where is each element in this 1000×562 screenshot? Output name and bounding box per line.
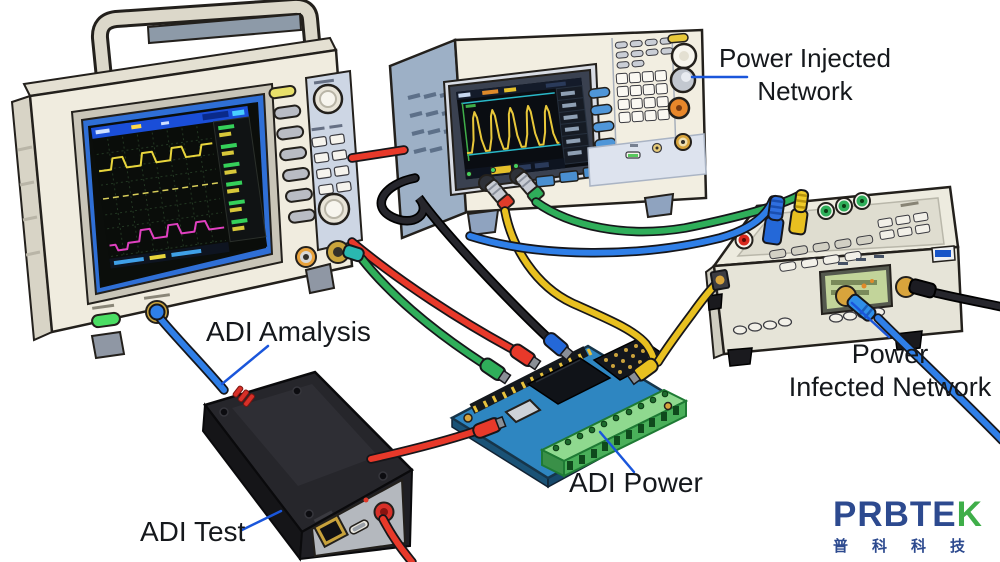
cable-yellow-generator-to-pcb (502, 208, 658, 367)
generator-foot-left (466, 208, 500, 237)
label-adi-power: ADI Power (569, 467, 703, 498)
pin-device-top-buttons[interactable] (765, 200, 933, 273)
box-ethernet-port[interactable] (311, 509, 349, 549)
leader-adi-test (240, 509, 283, 532)
logo-text-accent: K (956, 495, 983, 534)
generator-menu-buttons[interactable] (614, 37, 674, 69)
scope-foot-left (90, 330, 126, 360)
logo-text-prefix: PRBTE (833, 495, 957, 534)
connectors (148, 189, 937, 439)
label-line: Network (757, 76, 853, 106)
scope-power-button[interactable] (91, 311, 121, 329)
cable-yellow-pcb-to-pin-device (655, 280, 720, 365)
box-screw-2 (292, 386, 302, 396)
leader-power-infected (850, 301, 891, 339)
generator-yellow-button[interactable] (667, 32, 689, 44)
cable-red-box-down (380, 516, 415, 562)
pcb-boot-red (509, 343, 542, 371)
cable-black-pin-device-out (933, 290, 1000, 310)
generator-foot-right (643, 192, 675, 219)
generator-keypad[interactable] (615, 70, 670, 124)
logo-brand-text: PRBTEK (833, 497, 1000, 533)
oscilloscope-screen (91, 106, 268, 269)
box-screw-1 (219, 407, 229, 417)
scope-trace-yellow (98, 142, 213, 173)
cable-blue-to-pin-device-plug (467, 197, 776, 256)
box-screw-4 (304, 509, 314, 519)
pcb-terminal-block (539, 388, 689, 478)
label-power-infected-network: Power Infected Network (778, 338, 1000, 404)
yellow-banana-plug[interactable] (788, 189, 811, 236)
scope-trace-magenta (109, 220, 225, 252)
pin-device-foot-1 (727, 347, 753, 367)
cable-blue-pin-device-out (875, 315, 1000, 443)
pcb-boot-blue (542, 332, 575, 361)
generator-output-1[interactable] (478, 174, 515, 212)
leader-lines (220, 75, 891, 532)
cables (154, 145, 1000, 562)
pcb-boot-green (479, 357, 512, 385)
logo-subtext: 普科科技 (833, 538, 990, 555)
label-line: Power (851, 339, 929, 369)
oscilloscope-softkeys[interactable] (268, 84, 316, 224)
adi-test-box-device (201, 370, 415, 562)
oscilloscope-handle (90, 0, 322, 79)
scope-yellow-button[interactable] (268, 84, 297, 100)
label-line: Infected Network (788, 372, 992, 402)
cable-blue-scope-to-box (156, 314, 227, 393)
pcb-pin-header (469, 346, 589, 414)
pin-device-left-jack[interactable] (709, 269, 731, 291)
leader-adi-power (598, 430, 636, 474)
pcb-boot-yellow (626, 357, 659, 386)
pin-device-banana-jacks[interactable] (734, 192, 871, 250)
pcb-hole-3 (663, 401, 673, 411)
cable-red-to-pcb (349, 239, 517, 353)
cable-black-generator-to-pcb (378, 175, 551, 341)
box-usbc-port[interactable] (348, 519, 370, 535)
adi-power-board-device (449, 337, 689, 489)
label-adi-amalysis: ADI Amalysis (206, 316, 371, 347)
cable-red-box-to-pcb (368, 428, 479, 462)
scope-probe-plug[interactable] (148, 303, 166, 321)
scope-foot-right (304, 262, 336, 295)
pcb-boot-red-left (472, 415, 507, 439)
blue-banana-plug[interactable] (761, 194, 787, 246)
generator-trace-yellow (466, 104, 560, 155)
generator-screen (456, 77, 592, 180)
box-red-strain-relief (232, 385, 255, 407)
prbtek-logo: PRBTEK 普科科技 (833, 497, 1000, 556)
cable-red-generator-to-scope (349, 147, 407, 161)
oscilloscope-control-panel (304, 69, 364, 252)
scope-bnc-connectors[interactable] (295, 240, 350, 268)
leader-adi-amalysis (220, 344, 270, 386)
scope-bnc-plug[interactable] (342, 244, 365, 263)
oscilloscope-device (10, 0, 364, 360)
pcb-chip (526, 357, 612, 405)
box-screw-3 (378, 471, 388, 481)
pin-device-black-plug[interactable] (908, 278, 937, 299)
label-adi-test: ADI Test (140, 516, 246, 547)
label-line: Power Injected (719, 43, 891, 73)
cable-green-scope-to-pcb (359, 256, 487, 367)
pcb-usb-connector[interactable] (504, 398, 542, 424)
scope-panel-buttons[interactable] (310, 123, 352, 196)
box-led (363, 497, 369, 503)
pcb-hole-1 (463, 413, 473, 423)
label-power-injected-network: Power Injected Network (705, 42, 905, 108)
pin-device-foot-3 (707, 293, 723, 311)
